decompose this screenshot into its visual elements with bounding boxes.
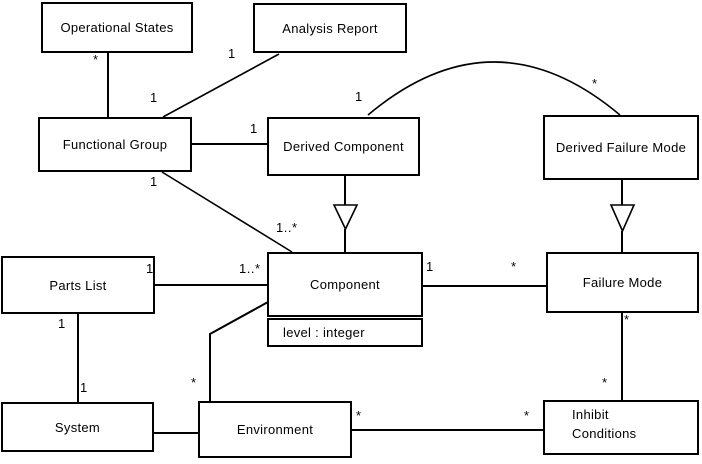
class-name-failure-mode: Failure Mode	[582, 275, 663, 290]
class-box-environment[interactable]: Environment	[198, 401, 352, 458]
multiplicity-failure-mode-bottom-end: *	[624, 312, 630, 327]
multiplicity-system-top-end: 1	[80, 380, 88, 395]
component-attribute-compartment: level : integer	[267, 318, 423, 347]
class-box-inhibit-conditions[interactable]: Inhibit Conditions	[543, 400, 699, 455]
class-name-system: System	[54, 419, 101, 435]
class-box-functional-group[interactable]: Functional Group	[38, 117, 192, 172]
multiplicity-inhibit-conditions-left-end: *	[524, 408, 530, 423]
edge-functional-group-component	[161, 171, 293, 253]
class-box-derived-component[interactable]: Derived Component	[267, 117, 420, 176]
multiplicity-functional-group-top-end: 1	[150, 90, 158, 105]
multiplicity-component-right-end: 1	[426, 259, 434, 274]
class-name-functional-group: Functional Group	[62, 137, 168, 152]
multiplicity-arc-derived-component-end: 1	[355, 89, 363, 104]
class-box-analysis-report[interactable]: Analysis Report	[253, 3, 407, 53]
class-box-system[interactable]: System	[1, 402, 154, 452]
multiplicity-failure-mode-left-end: *	[511, 259, 517, 274]
component-name-compartment: Component	[267, 252, 423, 317]
edge-arc-derived-component-derived-failure-mode	[367, 61, 621, 116]
class-name-parts-list: Parts List	[49, 277, 107, 293]
multiplicity-arc-derived-failure-mode-end: *	[592, 76, 598, 91]
multiplicity-environment-right-end: *	[356, 408, 362, 423]
multiplicity-derived-component-left-end: 1	[250, 121, 258, 136]
edge-environment-component	[209, 301, 269, 401]
multiplicity-inhibit-conditions-top-end: *	[602, 375, 608, 390]
class-name-analysis-report: Analysis Report	[282, 20, 378, 36]
multiplicity-analysis-report-end: 1	[228, 46, 236, 61]
class-box-operational-states[interactable]: Operational States	[41, 2, 193, 53]
multiplicity-parts-list-right-end: 1	[146, 261, 154, 276]
multiplicity-component-left-end: 1..*	[239, 261, 261, 276]
class-box-component[interactable]: Component level : integer	[267, 252, 423, 347]
class-box-failure-mode[interactable]: Failure Mode	[546, 252, 699, 313]
class-box-derived-failure-mode[interactable]: Derived Failure Mode	[543, 115, 699, 180]
generalization-arrow-derived-component	[332, 204, 359, 231]
component-attribute-level: level : integer	[283, 325, 365, 340]
multiplicity-component-top-end: 1..*	[276, 220, 298, 235]
class-name-derived-component: Derived Component	[283, 139, 404, 154]
multiplicity-functional-group-bottom-end: 1	[150, 174, 158, 189]
class-name-operational-states: Operational States	[60, 20, 174, 35]
multiplicity-parts-list-bottom-end: 1	[58, 316, 66, 331]
multiplicity-environment-top-end: *	[191, 375, 197, 390]
generalization-arrow-derived-failure-mode	[609, 204, 636, 233]
edge-analysis-report-functional-group	[162, 53, 280, 118]
class-name-derived-failure-mode: Derived Failure Mode	[555, 140, 687, 155]
multiplicity-operational-states-end: *	[93, 52, 99, 67]
class-name-component: Component	[310, 277, 380, 292]
class-name-inhibit-conditions: Inhibit Conditions	[572, 407, 637, 441]
class-box-parts-list[interactable]: Parts List	[1, 256, 155, 314]
class-name-environment: Environment	[236, 422, 314, 437]
